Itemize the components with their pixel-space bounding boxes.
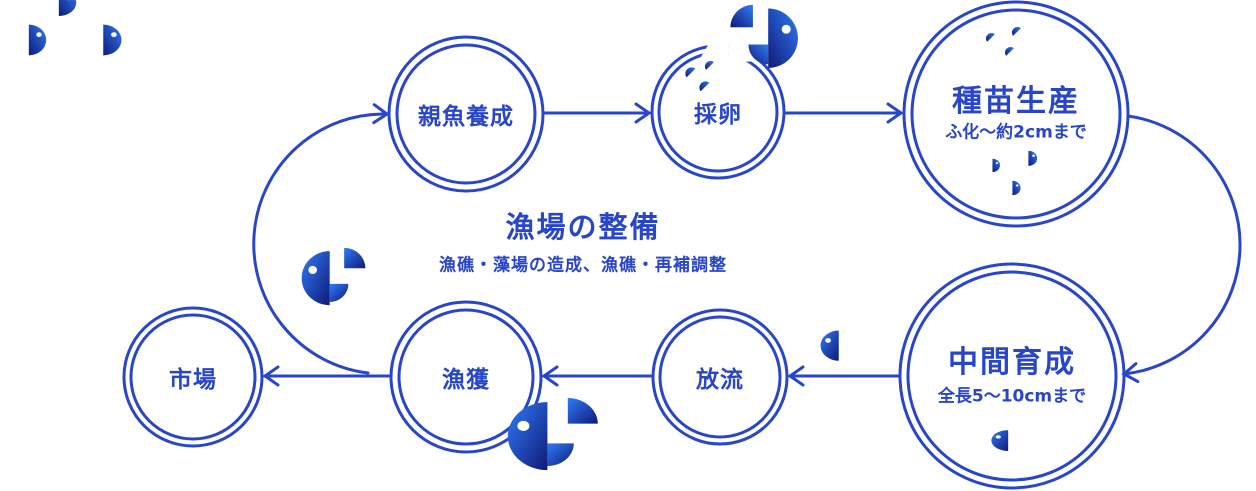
seed-production-eggs (985, 26, 1023, 58)
fry-fish-icon (980, 158, 1001, 173)
node-label-egg-collection: 採卵 (694, 102, 742, 128)
node-circle-release (651, 308, 789, 446)
node-label-catch: 漁獲 (442, 367, 490, 393)
egg-icon (684, 66, 698, 80)
node-note-seed-production: ふ化〜約2cmまで (945, 122, 1087, 143)
fish-icon (31, 0, 77, 17)
arrow-catch-to-broodstock-loop (252, 103, 390, 375)
seed-production-fry (980, 150, 1038, 196)
node-circle-seed-production (902, 0, 1130, 228)
node-label-intermediate-rearing: 中間育成 (948, 345, 1076, 380)
fish-icon-mid-left (301, 247, 396, 306)
arrow-seed-production-to-intermediate-rearing (1121, 114, 1242, 384)
egg-icon (1004, 46, 1016, 58)
fish-icon (1, 24, 47, 56)
node-circle-catch (389, 300, 543, 454)
node-label-market: 市場 (169, 367, 217, 393)
fry-fish-icon (1014, 150, 1038, 166)
center-subtitle: 漁礁・藻場の造成、漁礁・再補調整 (439, 255, 727, 276)
center-title: 漁場の整備 (505, 210, 661, 244)
egg-icon (1011, 26, 1023, 38)
fish-icon-catch (507, 398, 641, 471)
node-label-seed-production: 種苗生産 (952, 84, 1080, 119)
node-label-release: 放流 (696, 367, 744, 393)
node-label-broodstock: 親魚養成 (418, 104, 514, 130)
node-circle-market (122, 306, 264, 448)
node-note-intermediate-rearing: 全長5〜10cmまで (937, 386, 1087, 407)
egg-icon (704, 60, 716, 72)
fish-school-icons (1, 0, 122, 56)
fish-icon-intermediate (991, 430, 1035, 451)
egg-icon (985, 32, 997, 44)
fish-icon-release (820, 330, 868, 361)
fry-fish-icon (999, 180, 1021, 196)
egg-icon (698, 80, 712, 94)
fish-icon (74, 24, 122, 56)
